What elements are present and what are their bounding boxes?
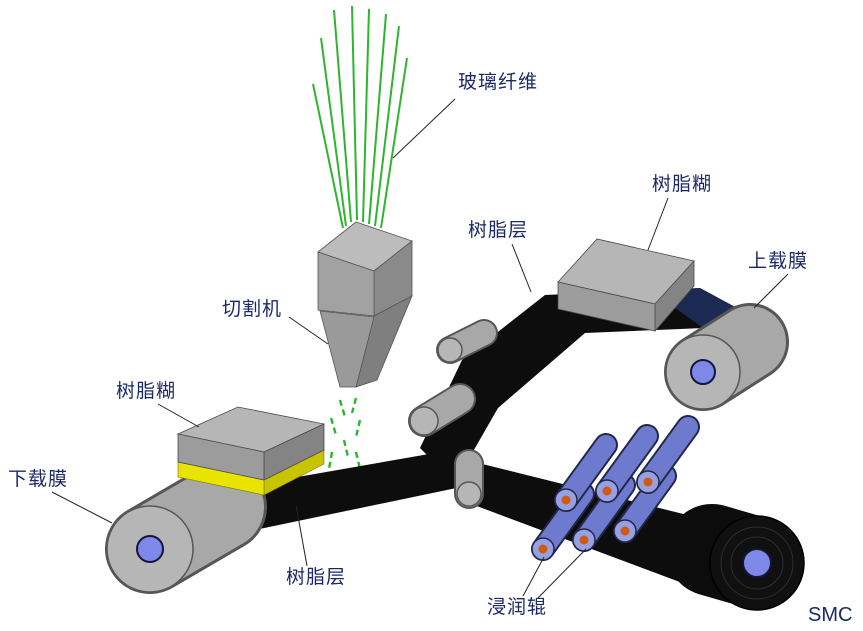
- lower-carrier-film-roller: [105, 462, 267, 594]
- upper-resin-paste-box: [557, 238, 695, 333]
- label-resin-paste-top: 树脂糊: [652, 174, 713, 195]
- upper-roller-core: [690, 359, 716, 385]
- lower-roller-core: [136, 535, 164, 563]
- smc-roll-core: [742, 548, 772, 578]
- leader-upper-film: [753, 273, 789, 309]
- label-resin-paste-left: 树脂糊: [116, 381, 177, 402]
- leader-resin-layer-bottom: [295, 504, 308, 567]
- lower-resin-paste-box: [176, 406, 326, 481]
- label-smc: SMC: [808, 604, 853, 626]
- label-lower-film: 下载膜: [8, 469, 69, 490]
- glass-fibers: [312, 5, 408, 229]
- label-resin-layer-bottom: 树脂层: [286, 567, 347, 588]
- label-upper-film: 上载膜: [748, 251, 809, 272]
- label-impregnation-roller: 浸润辊: [487, 597, 548, 618]
- leader-resin-layer-top: [511, 243, 532, 293]
- smc-roll: [666, 504, 805, 611]
- label-glass-fiber: 玻璃纤维: [458, 72, 539, 93]
- leader-glass-fiber: [392, 98, 456, 159]
- leader-cutter: [288, 316, 329, 345]
- impregnation-roller: [636, 415, 700, 494]
- leader-impregnation-2: [537, 548, 587, 599]
- label-resin-layer-top: 树脂层: [468, 220, 529, 241]
- leader-lines: [51, 98, 789, 599]
- leader-resin-paste-top: [647, 197, 669, 251]
- upper-carrier-film-roller: [664, 303, 789, 411]
- leader-resin-paste-left: [157, 403, 200, 428]
- lower-resin-layer: [177, 449, 325, 496]
- label-cutter: 切割机: [222, 299, 283, 320]
- leader-lower-film: [51, 491, 113, 524]
- leader-impregnation-1: [522, 556, 545, 597]
- impregnation-roller: [595, 424, 659, 503]
- impregnation-roller: [554, 433, 618, 512]
- impregnation-rollers: [531, 415, 700, 561]
- guide-rollers: [408, 319, 498, 509]
- cutter-machine: [317, 221, 413, 388]
